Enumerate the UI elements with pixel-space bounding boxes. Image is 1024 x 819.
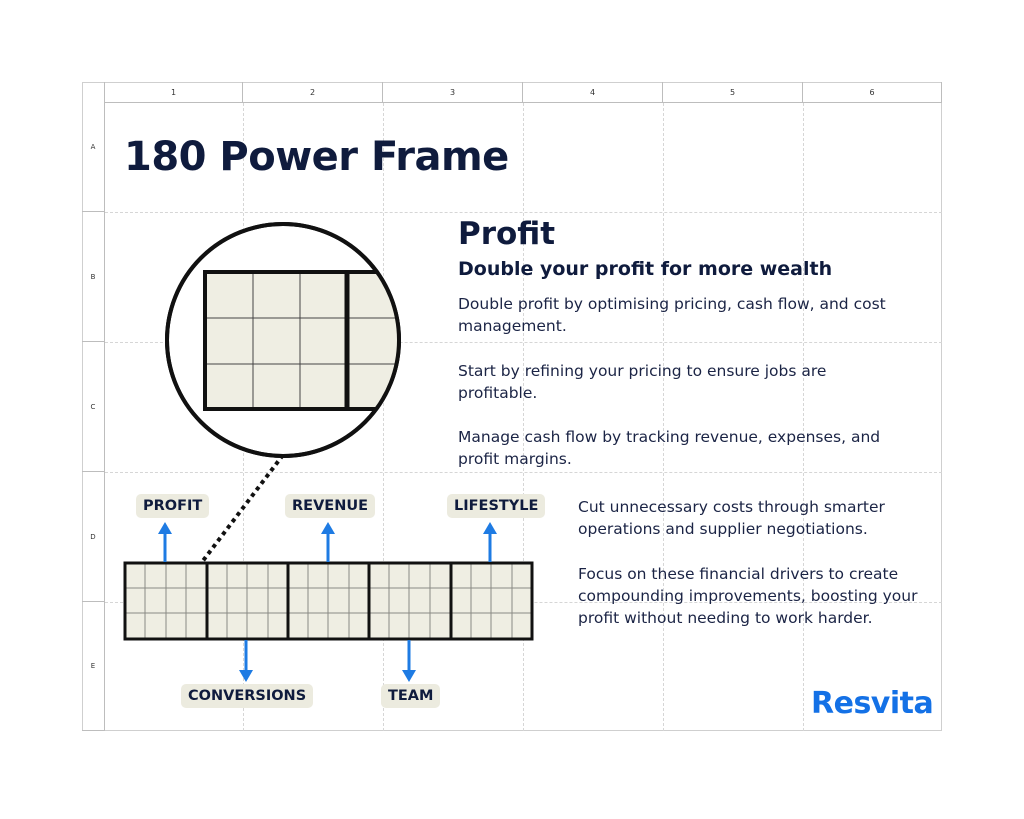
page-title: 180 Power Frame: [124, 134, 509, 180]
label-team: TEAM: [381, 684, 441, 708]
grid-line: [105, 472, 942, 473]
arrows: [158, 522, 497, 682]
row-header-b: B: [82, 212, 105, 342]
column-header-5: 5: [663, 82, 803, 103]
column-header-2: 2: [243, 82, 383, 103]
grid-line: [523, 103, 524, 731]
row-header-a: A: [82, 82, 105, 212]
label-conversions: CONVERSIONS: [181, 684, 314, 708]
row-header-e: E: [82, 602, 105, 731]
grid-line: [105, 342, 942, 343]
paragraph-1: Double profit by optimising pricing, cas…: [458, 295, 886, 335]
column-header-3: 3: [383, 82, 523, 103]
sheet-frame: [82, 82, 942, 731]
grid-line: [803, 103, 804, 731]
paragraph-4: Cut unnecessary costs through smarter op…: [578, 498, 885, 538]
resvita-logo: Resvita: [811, 686, 934, 721]
grid-line: [663, 103, 664, 731]
label-revenue: REVENUE: [285, 494, 376, 518]
paragraph-5: Focus on these financial drivers to crea…: [578, 565, 918, 627]
grid-line: [105, 212, 942, 213]
section-heading: Profit: [458, 216, 556, 252]
column-header-4: 4: [523, 82, 663, 103]
row-header-c: C: [82, 342, 105, 472]
label-lifestyle: LIFESTYLE: [447, 494, 546, 518]
zoom-lens: [165, 222, 401, 458]
grid-line: [383, 103, 384, 731]
row-header-d: D: [82, 472, 105, 602]
column-header-1: 1: [105, 82, 243, 103]
paragraph-2: Start by refining your pricing to ensure…: [458, 362, 827, 402]
column-header-6: 6: [803, 82, 942, 103]
paragraph-3: Manage cash flow by tracking revenue, ex…: [458, 428, 881, 468]
section-subheading: Double your profit for more wealth: [458, 258, 833, 280]
label-profit: PROFIT: [136, 494, 210, 518]
frame-blocks: [123, 561, 534, 641]
